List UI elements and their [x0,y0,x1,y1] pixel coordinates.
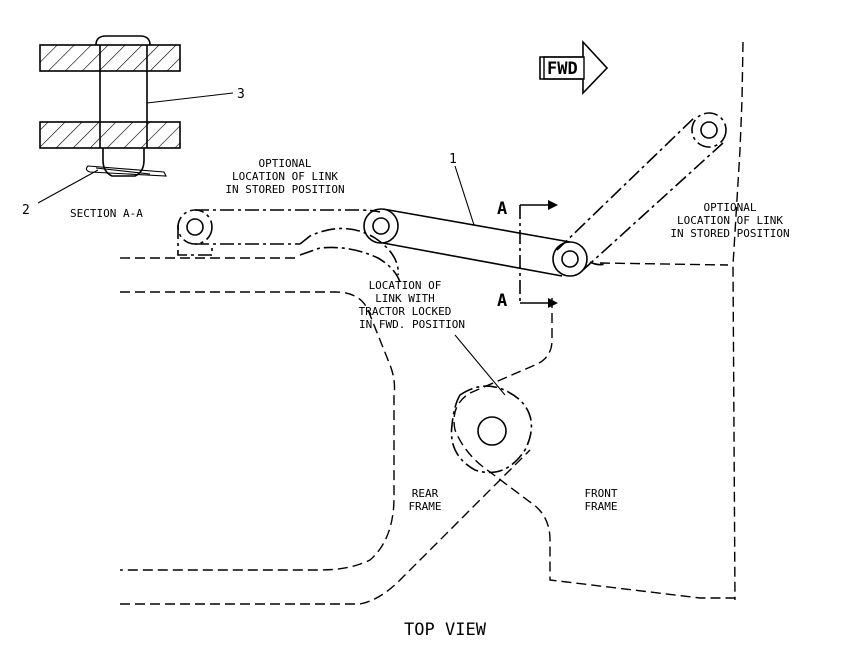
front-frame-right-edge [732,41,744,601]
stored-right-hole [700,121,718,139]
section-mark-top: A [497,199,507,219]
stored-right-body [556,115,724,271]
rear-frame [120,257,531,605]
stored-right-eye [691,112,727,148]
callout-1: 1 [449,152,457,167]
label-rear-frame: REAR FRAME [408,487,441,513]
link-1-front-eye [552,241,588,277]
stored-right-step [589,261,606,266]
stored-left-wedge [299,246,401,283]
stored-left-eye [177,209,213,245]
link-stored-left [177,209,401,283]
rear-frame-inner-rail [120,291,396,571]
note-optional-stored-left: OPTIONAL LOCATION OF LINK IN STORED POSI… [225,157,344,196]
lower-plate [39,121,181,149]
cotter-pin [85,165,167,177]
section-arrowhead-top [548,200,558,210]
note-locked-line-3: TRACTOR LOCKED [359,305,452,318]
note-left-line-2: LOCATION OF LINK [232,170,338,183]
note-right-line-1: OPTIONAL [704,201,757,214]
leader-2 [37,169,99,204]
note-right-line-3: IN STORED POSITION [670,227,789,240]
section-cut-line: A A [497,199,558,311]
link-1-front-hole [561,250,579,268]
link-1-rear-hole [372,217,390,235]
note-left-line-3: IN STORED POSITION [225,183,344,196]
articulation-pivot [450,385,533,474]
section-a-a-detail: 3 2 SECTION A-A [22,35,245,220]
pin-head [95,35,151,46]
leader-1 [454,165,475,226]
fwd-label-box [543,56,585,80]
section-mark-bottom: A [497,291,507,311]
rear-frame-outer-rail [120,449,531,605]
link-1-body [382,208,571,277]
note-locked-position: LOCATION OF LINK WITH TRACTOR LOCKED IN … [359,279,465,331]
section-a-a-label: SECTION A-A [70,207,143,220]
note-optional-stored-right: OPTIONAL LOCATION OF LINK IN STORED POSI… [670,201,789,240]
pivot-lug [450,385,533,474]
pivot-hole [477,416,507,446]
front-frame-body [453,262,735,599]
link-stored-right [556,112,727,271]
leader-3 [146,92,234,104]
front-frame [453,41,744,601]
note-locked-line-2: LINK WITH [375,292,435,305]
note-right-line-2: LOCATION OF LINK [677,214,783,227]
pin-shaft [99,45,148,148]
stored-left-bracket [177,225,399,276]
link-1-rear-eye [363,208,399,244]
leader-locked-note [454,334,506,396]
upper-plate [39,44,181,72]
stored-left-body [195,209,381,245]
rear-frame-line-2: FRAME [408,500,441,513]
callout-3: 3 [237,87,245,102]
front-frame-line-2: FRAME [584,500,617,513]
forward-arrow: FWD [539,39,609,95]
fwd-label: FWD [547,59,578,79]
section-arrowhead-bottom [548,298,558,308]
link-locked-position: 1 [363,152,588,277]
label-front-frame: FRONT FRAME [584,487,617,513]
view-title: TOP VIEW [404,620,487,640]
stored-left-hole [186,218,204,236]
note-locked-line-4: IN FWD. POSITION [359,318,465,331]
front-frame-line-1: FRONT [584,487,617,500]
rear-frame-line-1: REAR [412,487,439,500]
callout-2: 2 [22,203,30,218]
note-left-line-1: OPTIONAL [259,157,312,170]
note-locked-line-1: LOCATION OF [369,279,442,292]
pin-tip [102,148,145,177]
